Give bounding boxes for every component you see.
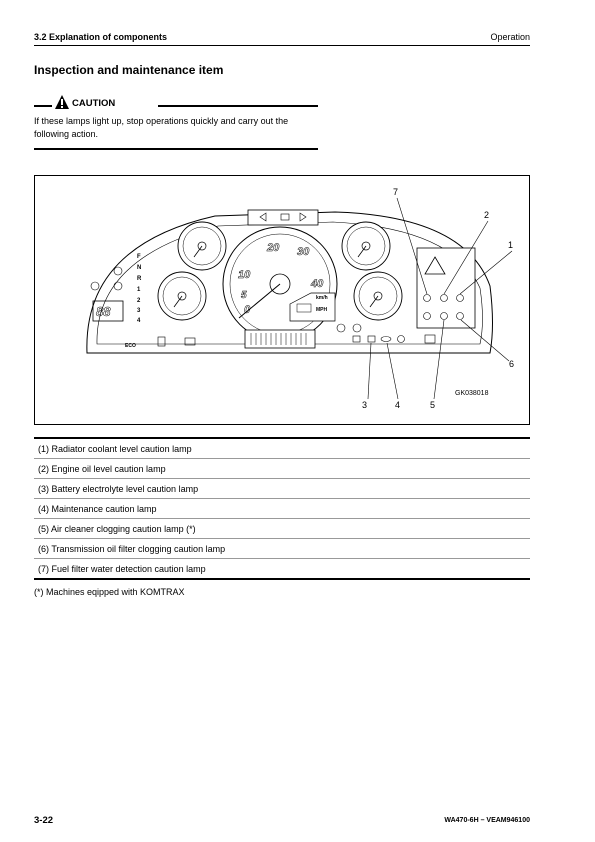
air-cleaner-lamp-icon — [440, 312, 448, 320]
caution-rule-left — [34, 105, 52, 107]
header-chapter: Operation — [490, 32, 530, 42]
instrument-panel-figure: 20 30 10 40 5 0 km/h MPH F N R 1 2 3 4 — [34, 175, 530, 425]
table-row: (5) Air cleaner clogging caution lamp (*… — [34, 518, 530, 539]
table-cell: (3) Battery electrolyte level caution la… — [34, 478, 530, 499]
section-title: Inspection and maintenance item — [34, 63, 224, 77]
table-cell: (7) Fuel filter water detection caution … — [34, 558, 530, 580]
gear-number-1: 1 — [137, 287, 141, 293]
callout-4: 4 — [395, 400, 401, 410]
speed-units-kmh: km/h — [316, 295, 328, 301]
warning-triangle-lamp-icon — [424, 256, 446, 275]
gear-indicator-panel: F N R 1 2 3 4 — [137, 254, 142, 324]
page-number: 3-22 — [34, 815, 54, 826]
battery-lamp-icon — [352, 335, 361, 343]
caution-lamp-table: (1) Radiator coolant level caution lamp … — [34, 437, 530, 580]
gear-letter-n: N — [137, 265, 141, 271]
speed-label-20: 20 — [266, 242, 280, 254]
speed-label-10: 10 — [238, 269, 251, 281]
warning-triangle-icon — [55, 95, 69, 109]
table-row: (6) Transmission oil filter clogging cau… — [34, 538, 530, 559]
callout-2: 2 — [484, 210, 490, 220]
maintenance-lamp-icon — [380, 336, 392, 342]
callout-6: 6 — [509, 359, 515, 369]
radiator-coolant-lamp-icon — [456, 294, 464, 302]
speed-units-mph: MPH — [316, 307, 328, 313]
figure-id: GK038018 — [455, 390, 489, 397]
header-rule — [34, 45, 530, 46]
gear-number-3: 3 — [137, 308, 141, 314]
table-row: (1) Radiator coolant level caution lamp — [34, 437, 530, 459]
header-section: 3.2 Explanation of components — [34, 32, 168, 42]
caution-heading: CAUTION — [34, 94, 318, 112]
gear-digital-display: 88 — [96, 304, 111, 319]
instrument-panel-drawing: 20 30 10 40 5 0 km/h MPH F N R 1 2 3 4 — [86, 197, 513, 400]
table-row: (3) Battery electrolyte level caution la… — [34, 478, 530, 499]
caution-text: If these lamps light up, stop operations… — [34, 116, 289, 139]
caution-rule-right — [158, 105, 318, 107]
speed-label-30: 30 — [297, 246, 310, 258]
transmission-oil-filter-lamp-icon — [456, 312, 464, 320]
callout-5: 5 — [430, 400, 436, 410]
battery-electrolyte-lamp-icon — [367, 335, 376, 343]
table-row: (2) Engine oil level caution lamp — [34, 458, 530, 479]
callout-1: 1 — [508, 240, 514, 250]
table-cell: (5) Air cleaner clogging caution lamp (*… — [34, 518, 530, 539]
table-row: (4) Maintenance caution lamp — [34, 498, 530, 519]
document-code: WA470-6H – VEAM946100 — [444, 817, 530, 824]
eco-label: ECO — [125, 343, 136, 349]
table-row: (7) Fuel filter water detection caution … — [34, 558, 530, 580]
caution-label: CAUTION — [72, 98, 116, 109]
gear-number-2: 2 — [137, 298, 141, 304]
caution-bottom-rule — [34, 148, 318, 150]
engine-oil-lamp-icon — [440, 294, 448, 302]
gear-letter-f: F — [137, 254, 141, 260]
gear-letter-r: R — [137, 276, 142, 282]
gear-number-4: 4 — [137, 318, 141, 324]
speed-label-0: 0 — [244, 304, 251, 316]
table-cell: (2) Engine oil level caution lamp — [34, 458, 530, 479]
callout-7: 7 — [393, 187, 399, 197]
table-cell: (4) Maintenance caution lamp — [34, 498, 530, 519]
table-cell: (1) Radiator coolant level caution lamp — [34, 437, 530, 459]
speed-label-40: 40 — [310, 278, 324, 290]
table-cell: (6) Transmission oil filter clogging cau… — [34, 538, 530, 559]
fuel-filter-water-lamp-icon — [423, 294, 431, 302]
footnote: (*) Machines eqipped with KOMTRAX — [34, 587, 185, 597]
speed-label-5: 5 — [241, 290, 247, 301]
callout-3: 3 — [362, 400, 368, 410]
